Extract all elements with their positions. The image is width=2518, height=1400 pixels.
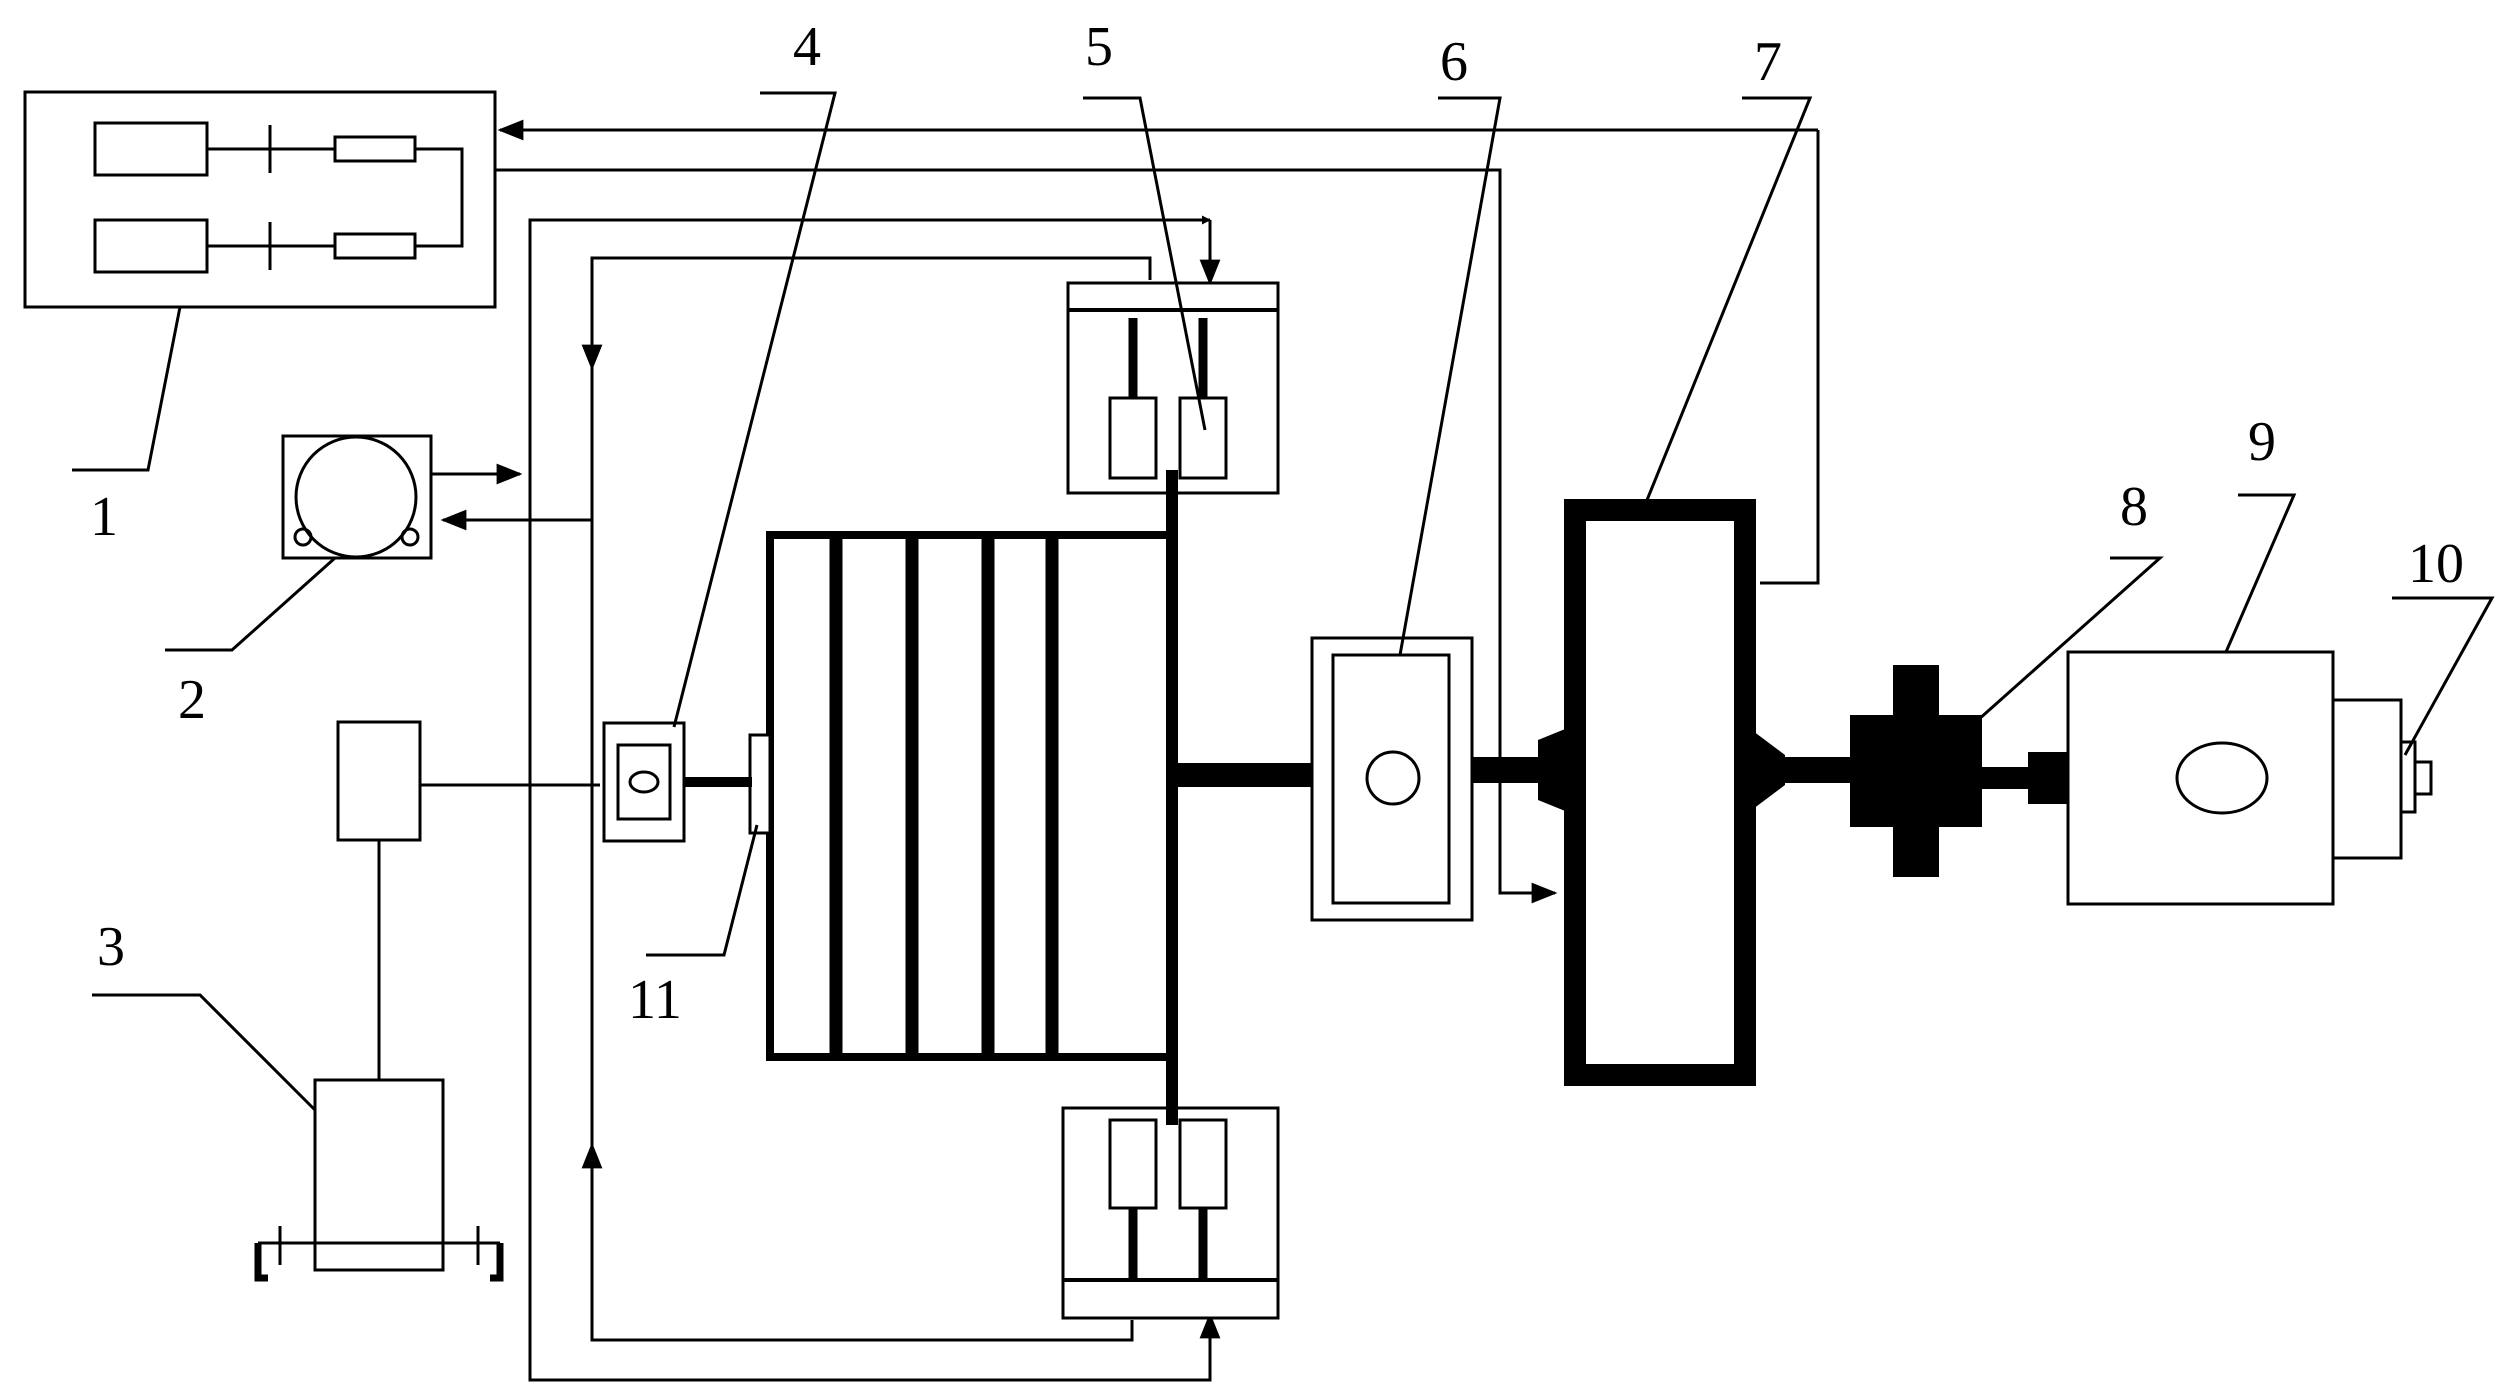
torque-sensor-inner — [1331, 653, 1451, 905]
lower-cylinder-frame — [1061, 1106, 1280, 1320]
control-block-lower — [93, 218, 209, 274]
label-2: 2 — [178, 669, 206, 731]
resistor-upper — [333, 135, 417, 163]
hydraulic-pump — [281, 434, 433, 560]
upper-cylinder-frame — [1066, 281, 1280, 495]
label-6: 6 — [1440, 31, 1468, 93]
lower-cylinder — [1061, 1106, 1280, 1320]
test-specimen-stack — [748, 470, 1178, 1125]
coupling — [1850, 665, 1982, 877]
gearbox — [1564, 499, 1756, 1086]
label-11: 11 — [628, 969, 682, 1031]
drive-motor — [2066, 650, 2403, 906]
cart-body — [313, 1078, 445, 1272]
label-5: 5 — [1085, 16, 1113, 78]
encoder — [2399, 740, 2433, 814]
label-4: 4 — [793, 16, 821, 78]
motor-endcap — [2331, 698, 2403, 860]
label-10: 10 — [2408, 533, 2464, 595]
label-3: 3 — [97, 916, 125, 978]
sensor-box — [336, 720, 422, 842]
flange — [748, 733, 772, 835]
label-8: 8 — [2120, 476, 2148, 538]
bearing — [602, 721, 752, 843]
upper-cylinder — [1066, 281, 1280, 495]
measuring-cart — [254, 720, 600, 1282]
leader-lines — [72, 91, 2495, 1112]
label-1: 1 — [90, 486, 118, 548]
label-9: 9 — [2248, 411, 2276, 473]
motor-body — [2066, 650, 2335, 906]
pump-body — [281, 434, 433, 560]
hydraulic-lines — [431, 119, 1820, 1382]
gearbox-housing — [1564, 499, 1756, 1086]
label-7: 7 — [1754, 31, 1782, 93]
resistor-lower — [333, 232, 417, 260]
control-block-upper — [93, 121, 209, 177]
control-cabinet — [23, 90, 497, 309]
torque-sensor — [1310, 636, 1474, 922]
